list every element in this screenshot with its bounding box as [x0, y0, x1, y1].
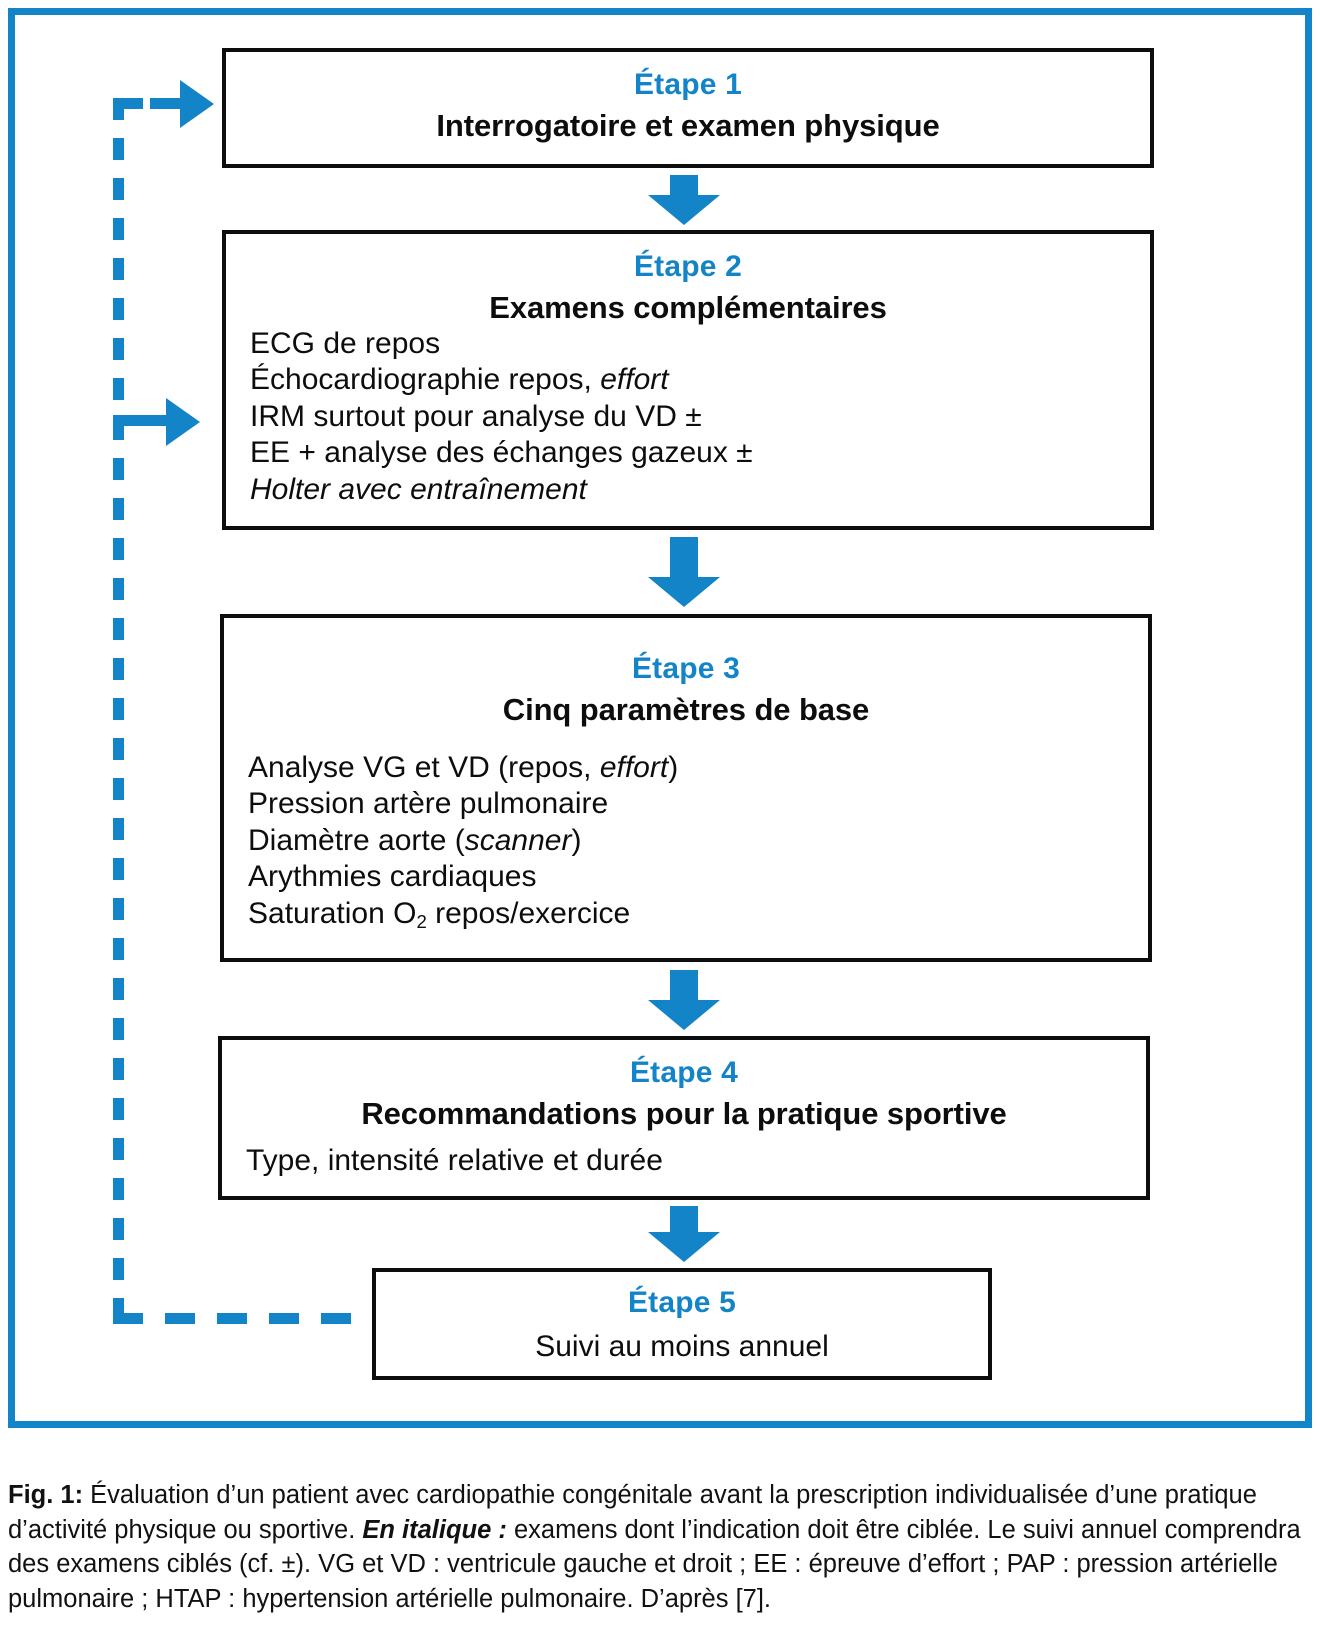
step-5-etape-label: Étape 5	[627, 1286, 737, 1319]
step-2-subtitle: Examens complémentaires	[489, 290, 887, 325]
list-item: Diamètre aorte (scanner)	[248, 823, 582, 857]
feedback-dashed-bottom-line	[113, 1313, 381, 1324]
step-3-line-list: Analyse VG et VD (repos, effort) Pressio…	[224, 750, 1148, 934]
step-4-line-list: Type, intensité relative et durée	[222, 1143, 1146, 1180]
caption-part1: Évaluation d’un patient avec cardiopathi…	[8, 1481, 1257, 1544]
feedback-dashed-top-stub	[113, 98, 185, 109]
arrow-head	[648, 577, 720, 607]
step-5-box[interactable]: Étape 5 Suivi au moins annuel	[372, 1268, 992, 1380]
list-item: Holter avec entraînement	[250, 473, 587, 507]
list-item: Saturation O2 repos/exercice	[248, 897, 631, 933]
feedback-arrow-step2-shaft	[140, 415, 172, 426]
feedback-arrow-to-step2-icon	[166, 398, 200, 446]
list-item: Type, intensité relative et durée	[246, 1143, 663, 1177]
list-item: Pression artère pulmonaire	[248, 787, 609, 821]
list-item: EE + analyse des échanges gazeux ±	[250, 436, 753, 470]
caption-part2: examens dont l’indication doit être cibl…	[8, 1515, 1301, 1613]
step-4-etape-label: Étape 4	[629, 1056, 739, 1089]
arrow-step3-to-step4-icon	[648, 970, 720, 1030]
feedback-dashed-mid-stub	[113, 415, 161, 426]
step-4-subtitle: Recommandations pour la pratique sportiv…	[361, 1096, 1007, 1131]
step-3-subtitle: Cinq paramètres de base	[502, 692, 870, 727]
feedback-arrow-step1-shaft	[150, 98, 184, 109]
arrow-head	[648, 1000, 720, 1030]
arrow-head	[648, 1232, 720, 1262]
step-5-text: Suivi au moins annuel	[535, 1330, 829, 1363]
list-item: Échocardiographie repos, effort	[250, 363, 669, 397]
step-4-box[interactable]: Étape 4 Recommandations pour la pratique…	[218, 1036, 1150, 1200]
arrow-step1-to-step2-icon	[648, 175, 720, 225]
arrow-step2-to-step3-icon	[648, 537, 720, 607]
feedback-arrow-to-step1-icon	[180, 80, 214, 128]
arrow-shaft	[670, 537, 698, 579]
feedback-dashed-vertical-line	[113, 98, 124, 1320]
list-item: ECG de repos	[250, 326, 441, 360]
step-1-subtitle: Interrogatoire et examen physique	[436, 108, 940, 143]
list-item: Analyse VG et VD (repos, effort)	[248, 750, 679, 784]
arrow-shaft	[670, 175, 698, 197]
figure-caption: Fig. 1: Évaluation d’un patient avec car…	[8, 1478, 1312, 1616]
figure-canvas: Étape 1 Interrogatoire et examen physiqu…	[8, 8, 1312, 1428]
arrow-shaft	[670, 970, 698, 1002]
arrow-shaft	[670, 1206, 698, 1234]
step-3-etape-label: Étape 3	[631, 652, 741, 685]
list-item: Arythmies cardiaques	[248, 860, 537, 894]
step-1-box[interactable]: Étape 1 Interrogatoire et examen physiqu…	[222, 48, 1154, 168]
arrow-step4-to-step5-icon	[648, 1206, 720, 1262]
caption-emphasis: En italique :	[362, 1515, 507, 1544]
step-1-etape-label: Étape 1	[633, 68, 743, 101]
step-2-etape-label: Étape 2	[633, 250, 743, 283]
arrow-head	[648, 195, 720, 225]
step-2-line-list: ECG de repos Échocardiographie repos, ef…	[226, 326, 1150, 509]
caption-label: Fig. 1	[8, 1481, 75, 1509]
list-item: IRM surtout pour analyse du VD ±	[250, 399, 702, 433]
step-2-box[interactable]: Étape 2 Examens complémentaires ECG de r…	[222, 230, 1154, 530]
caption-separator: :	[74, 1481, 84, 1509]
step-3-box[interactable]: Étape 3 Cinq paramètres de base Analyse …	[220, 614, 1152, 962]
